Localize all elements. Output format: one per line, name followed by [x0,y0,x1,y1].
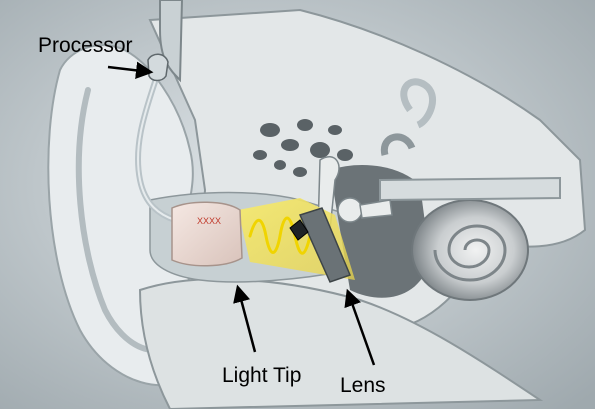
device-marking: XXXX [197,216,221,226]
light-tip-device: XXXX [172,202,242,266]
processor-device [148,54,168,80]
light-tip-label: Light Tip [222,364,301,387]
auditory-nerve [380,178,560,200]
cochlea [412,200,528,300]
processor-label: Processor [38,34,133,57]
lens-label: Lens [340,374,386,397]
